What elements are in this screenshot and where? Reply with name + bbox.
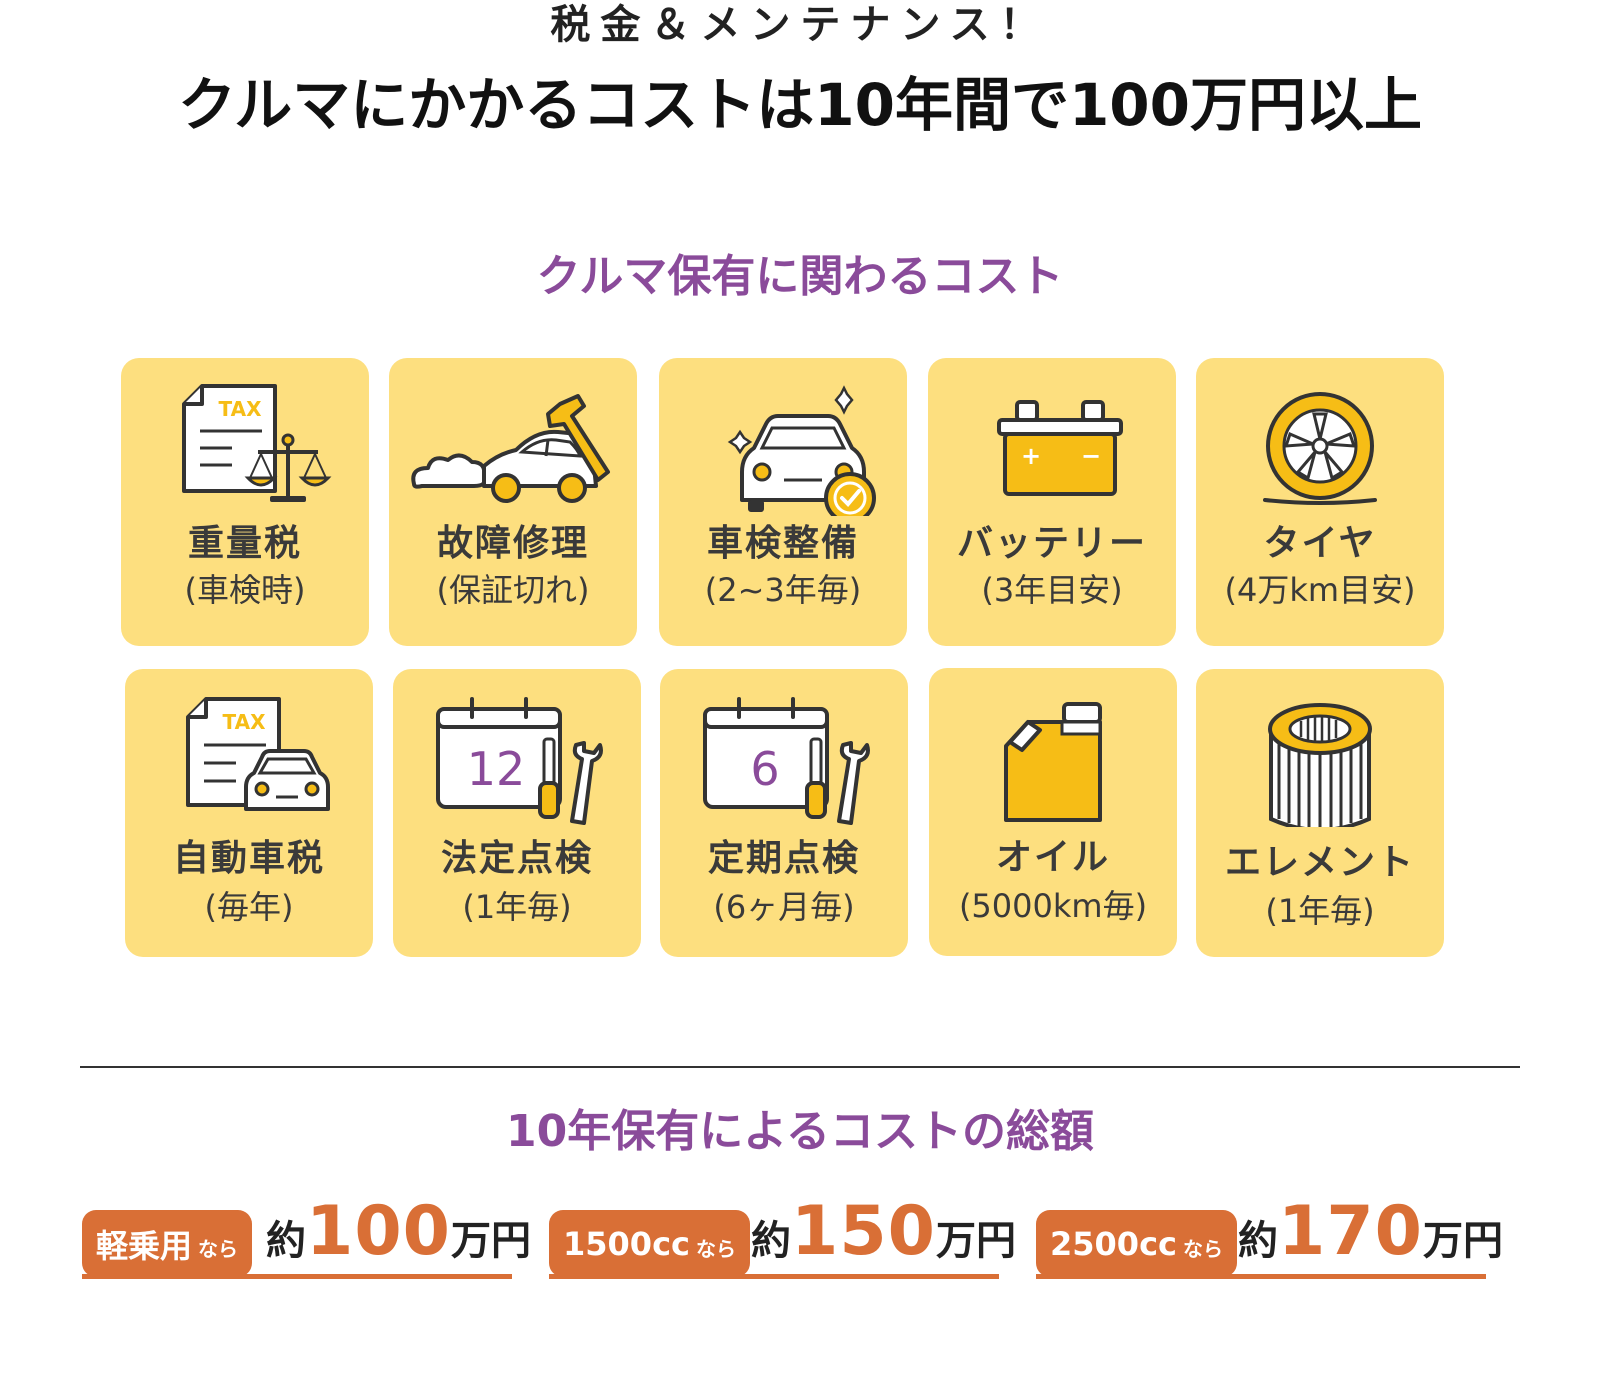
cost-unit: 万円 — [450, 1218, 531, 1264]
cost-underline — [82, 1274, 512, 1279]
cost-category: 軽乗用 — [96, 1226, 193, 1265]
cost-amount: 約170万円 — [1238, 1192, 1503, 1271]
card-label: オイル — [995, 837, 1110, 878]
card-sublabel: (1年毎) — [462, 888, 572, 926]
cost-number: 100 — [306, 1192, 451, 1271]
card-battery: + − バッテリー (3年目安) — [928, 358, 1176, 646]
card-oil: オイル (5000km毎) — [929, 668, 1177, 956]
card-periodic-inspection: 6 定期点検 (6ヶ月毎) — [660, 669, 908, 957]
svg-text:6: 6 — [750, 742, 779, 796]
card-sublabel: (4万km目安) — [1224, 571, 1416, 609]
shiny-car-check-icon — [727, 385, 876, 516]
cost-number: 170 — [1278, 1192, 1423, 1271]
card-sublabel: (6ヶ月毎) — [713, 888, 855, 926]
card-label: 法定点検 — [440, 838, 593, 879]
cost-about: 約 — [1238, 1218, 1278, 1264]
battery-icon: + − — [997, 400, 1123, 496]
card-repair: 故障修理 (保証切れ) — [389, 358, 637, 646]
card-inspection-maintenance: 車検整備 (2~3年毎) — [659, 358, 907, 646]
cost-amount: 約150万円 — [751, 1192, 1016, 1271]
card-sublabel: (5000km毎) — [958, 887, 1148, 925]
card-sublabel: (3年目安) — [981, 571, 1123, 609]
headline-subtitle: 税金＆メンテナンス！ — [550, 2, 1050, 48]
calendar-12-tools-icon: 12 — [436, 697, 603, 825]
oil-can-icon — [1004, 702, 1102, 822]
cost-category-suffix: なら — [1183, 1237, 1223, 1261]
svg-text:−: − — [1081, 442, 1101, 470]
section-title-ownership-costs: クルマ保有に関わるコスト — [536, 251, 1064, 302]
tire-icon — [1263, 392, 1377, 505]
card-element: エレメント (1年毎) — [1196, 669, 1444, 957]
cost-category: 1500cc — [563, 1224, 690, 1263]
section-title-total-cost: 10年保有によるコストの総額 — [506, 1106, 1094, 1157]
cost-category-suffix: なら — [696, 1237, 736, 1261]
card-sublabel: (2~3年毎) — [704, 571, 862, 609]
card-label: タイヤ — [1263, 523, 1377, 564]
card-weight-tax: TAX 重量税 (車検時) — [121, 358, 369, 646]
cost-2500cc: 2500cc なら 約170万円 — [1036, 1192, 1503, 1280]
cost-category-pill: 軽乗用 なら — [82, 1210, 253, 1277]
card-label: バッテリー — [956, 523, 1147, 564]
svg-text:TAX: TAX — [219, 397, 263, 421]
cost-underline — [1036, 1274, 1486, 1279]
cost-kei: 軽乗用 なら 約100万円 — [82, 1192, 531, 1280]
cost-about: 約 — [266, 1218, 306, 1264]
tax-document-car-icon: TAX — [186, 697, 330, 811]
cost-amount: 約100万円 — [266, 1192, 531, 1271]
cost-unit: 万円 — [1422, 1218, 1503, 1264]
card-label: エレメント — [1224, 842, 1415, 883]
card-statutory-inspection: 12 法定点検 (1年毎) — [393, 669, 641, 957]
headline-title: クルマにかかるコストは10年間で100万円以上 — [177, 71, 1423, 139]
svg-text:+: + — [1021, 442, 1041, 470]
cost-category-suffix: なら — [198, 1237, 239, 1261]
tax-document-scale-icon: TAX — [182, 384, 332, 502]
broken-car-wrench-icon — [411, 394, 610, 503]
card-label: 車検整備 — [706, 523, 859, 564]
cost-about: 約 — [751, 1218, 791, 1264]
cost-category: 2500cc — [1050, 1224, 1177, 1263]
svg-text:TAX: TAX — [223, 710, 267, 734]
card-label: 自動車税 — [172, 838, 325, 879]
section-divider — [80, 1066, 1520, 1068]
oil-filter-element-icon — [1268, 703, 1372, 827]
cost-underline — [549, 1274, 999, 1279]
card-tire: タイヤ (4万km目安) — [1196, 358, 1444, 646]
card-sublabel: (車検時) — [184, 571, 306, 609]
card-label: 故障修理 — [436, 523, 589, 564]
cost-unit: 万円 — [935, 1218, 1016, 1264]
card-label: 定期点検 — [707, 838, 860, 879]
card-sublabel: (保証切れ) — [436, 571, 590, 609]
card-label: 重量税 — [187, 523, 302, 564]
svg-text:12: 12 — [467, 742, 526, 796]
cost-category-pill: 1500cc なら — [549, 1210, 750, 1277]
cost-category-pill: 2500cc なら — [1036, 1210, 1237, 1277]
card-sublabel: (毎年) — [204, 888, 294, 926]
card-sublabel: (1年毎) — [1265, 892, 1375, 930]
cost-1500cc: 1500cc なら 約150万円 — [549, 1192, 1016, 1280]
calendar-6-tools-icon: 6 — [703, 697, 870, 825]
card-automobile-tax: TAX 自動車税 (毎年) — [125, 669, 373, 957]
cost-number: 150 — [791, 1192, 936, 1271]
